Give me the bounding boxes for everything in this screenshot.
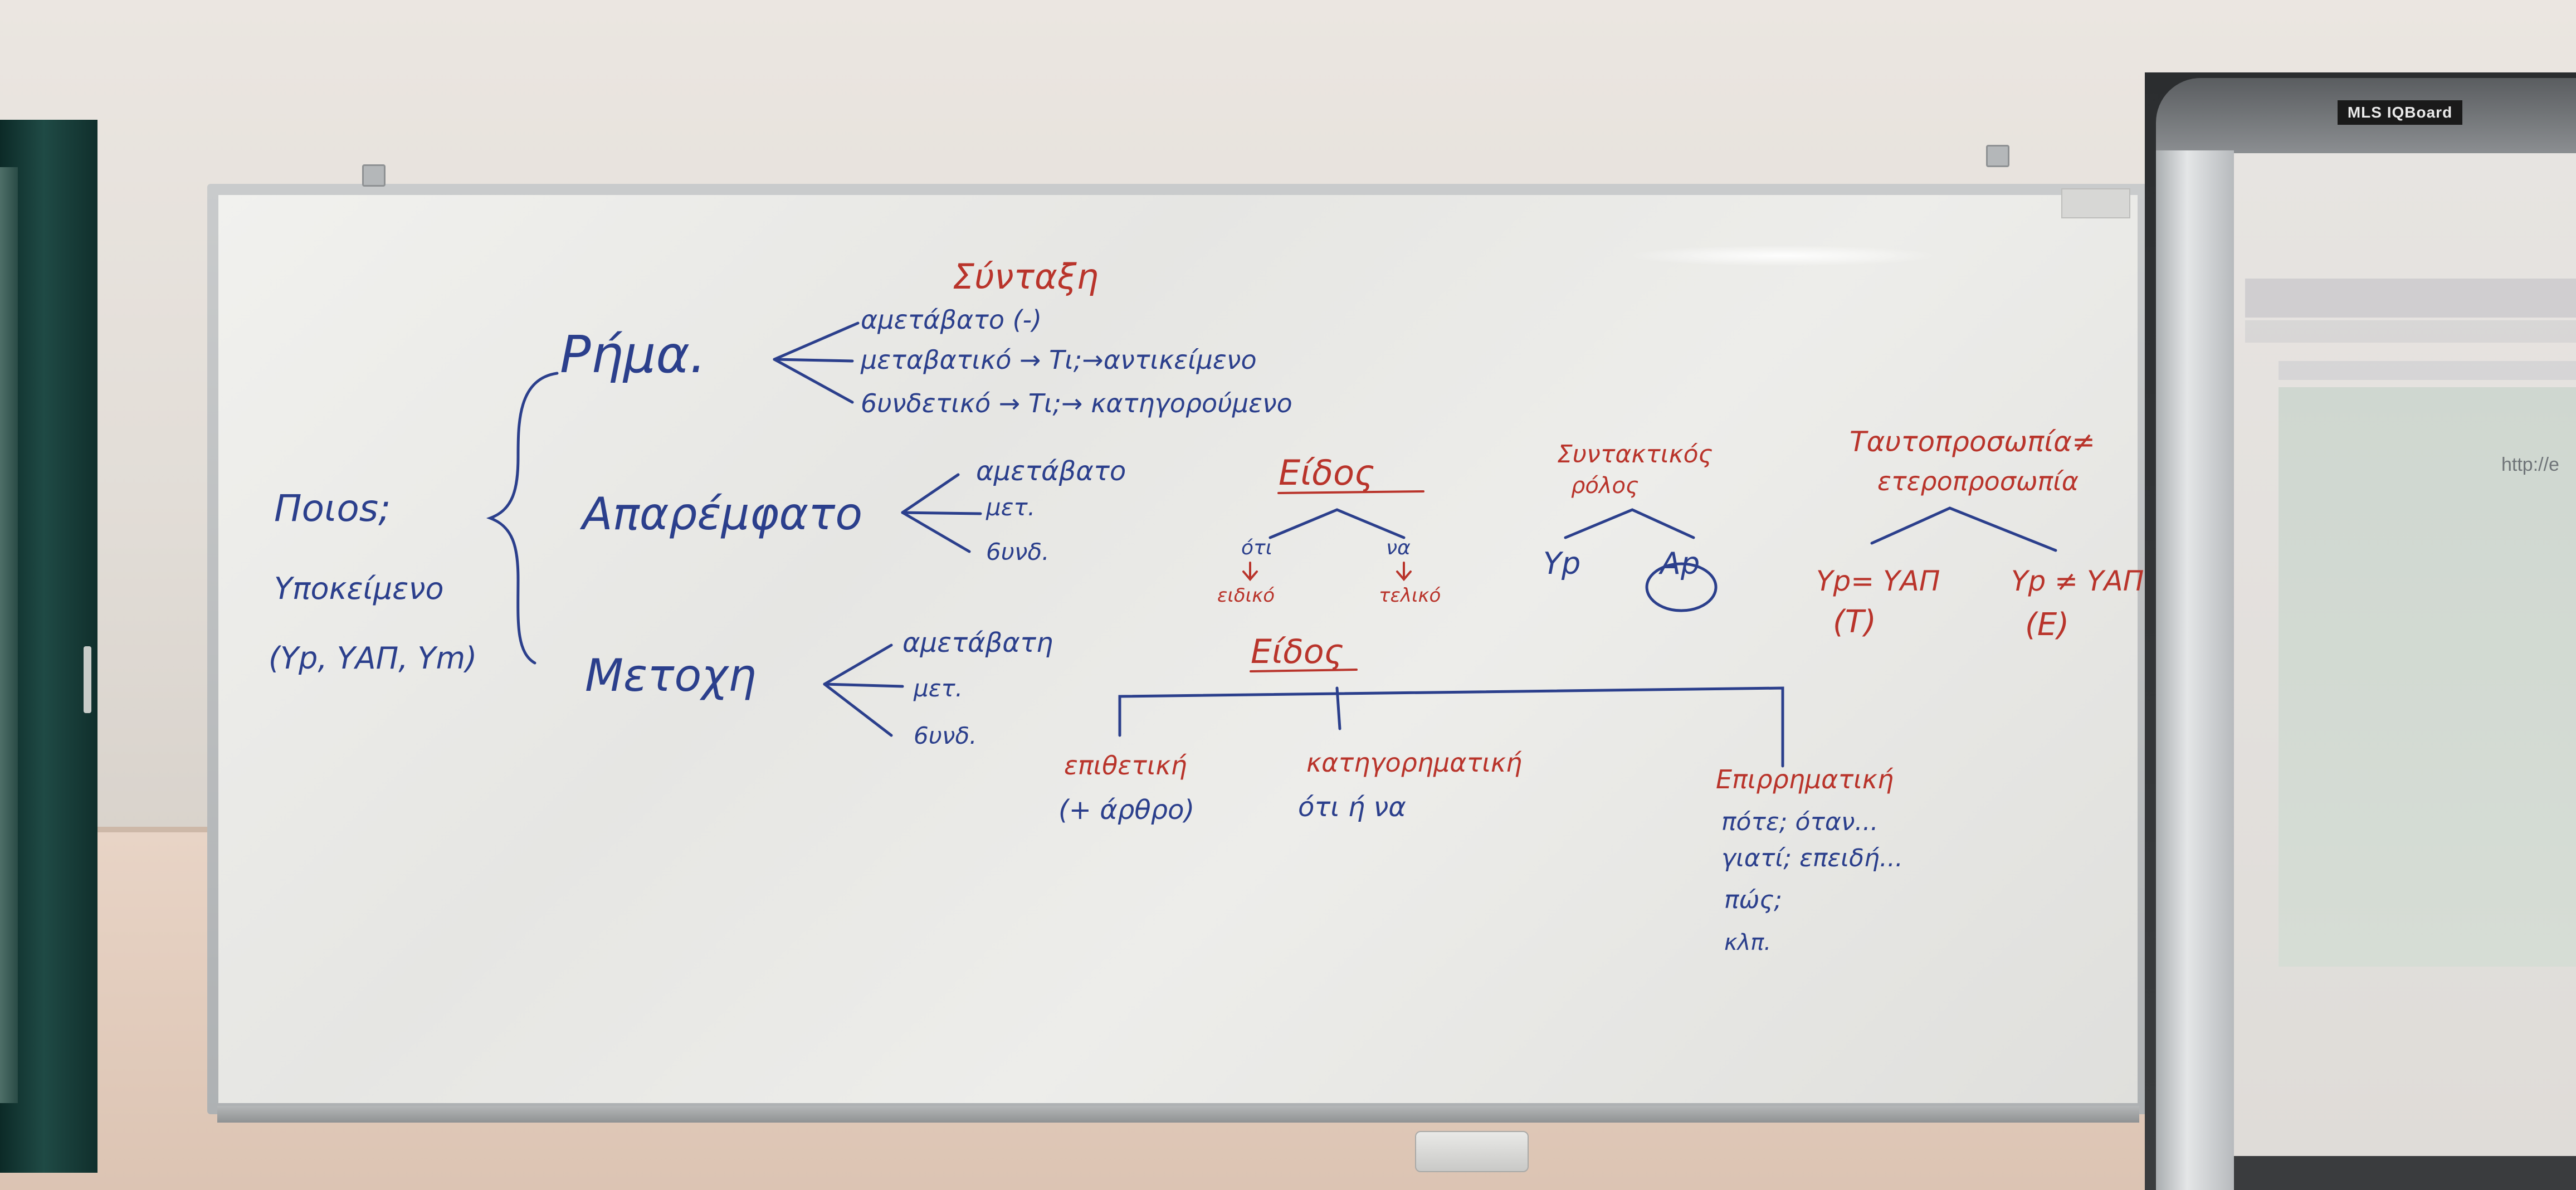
participle-branch-3-note-1: πότε; όταν... (1721, 808, 1878, 836)
role-title-line2: ρόλος (1571, 473, 1638, 499)
red-text: Σύνταξη Είδος ειδικό τελικό Συντακτικός … (953, 256, 2144, 794)
whiteboard-glare (1627, 245, 1939, 266)
participle-branch-3-label: Επιρρηματική (1716, 764, 1894, 794)
blue-text: Ποιοs; Υποκείμενο (Υp, ΥΑΠ, Υm) Ρήμα. αμ… (269, 305, 1903, 955)
participle-branch-3-note-4: κλπ. (1724, 930, 1771, 955)
rhima-item-1: αμετάβατο (-) (861, 305, 1042, 335)
infinitive-item-3: 6υνδ. (986, 538, 1050, 565)
participle-branch-2-note-1: ότι ή να (1298, 792, 1406, 823)
participle-branch-3-note-2: γιατί; επειδή... (1721, 844, 1903, 872)
participle-fan-bottom (823, 682, 893, 737)
role-title-line1: Συντακτικός (1557, 440, 1713, 469)
infinitive-fan-mid (901, 511, 982, 515)
window-handle (84, 646, 91, 713)
role-left: Υp (1543, 546, 1580, 581)
arrow-na-teliko (1396, 562, 1412, 582)
infinitive-eidos-tree (1269, 508, 1406, 539)
subject-text: Υποκείμενο (274, 571, 444, 606)
participle-branch-1-note-1: (+ άρθρο) (1058, 794, 1194, 826)
projected-browser-tab-bar (2245, 279, 2576, 318)
projected-browser-bookmarks-bar (2279, 361, 2576, 380)
question-text: Ποιοs; (274, 487, 391, 530)
whiteboard-hook-right (1986, 145, 2009, 167)
participle-fan-top (823, 643, 893, 686)
whiteboard-surface (218, 195, 2138, 1103)
branch-infinitive-label: Απαρέμφατο (579, 488, 862, 540)
infinitive-item-1: αμετάβατο (976, 456, 1126, 487)
eraser-on-tray (1415, 1131, 1529, 1172)
interactive-board-logo: MLS IQBoard (2338, 100, 2462, 125)
identity-tree (1870, 506, 2057, 552)
rhima-item-2: μεταβατικό → Τι;→αντικείμενο (860, 345, 1257, 375)
rhima-item-3: 6υνδετικό → Τι;→ κατηγορούμενο (861, 388, 1292, 418)
eidos-participle-title: Είδος (1251, 632, 1344, 671)
participle-item-2: μετ. (913, 675, 963, 702)
participle-branch-3-note-3: πώς; (1724, 886, 1782, 914)
eidos-right-label: τελικό (1379, 584, 1441, 607)
subject-types-text: (Υp, ΥΑΠ, Υm) (269, 641, 477, 676)
rhima-fan-bottom (773, 358, 854, 404)
identity-right-code: (Ε) (2025, 607, 2069, 643)
whiteboard-label-sticker (2061, 188, 2130, 218)
identity-title-line2: ετεροπροσωπία (1877, 466, 2079, 496)
infinitive-fan-top (901, 473, 960, 514)
branch-rhima-label: Ρήμα. (560, 325, 706, 384)
participle-item-1: αμετάβατη (902, 627, 1053, 659)
eidos-left-label: ειδικό (1217, 584, 1275, 607)
eidos-left-word: ότι (1241, 537, 1272, 559)
role-tree (1564, 508, 1695, 539)
projected-browser-address-bar (2245, 320, 2576, 343)
wall-ledge (0, 827, 256, 832)
identity-left-code: (Τ) (1833, 604, 1876, 640)
whiteboard-hook-left (362, 164, 386, 187)
participle-branch-2-label: κατηγορηματική (1306, 748, 1522, 778)
participle-fan-mid (823, 682, 904, 688)
eidos-right-word: να (1386, 537, 1411, 559)
interactive-board-side-rail (2156, 150, 2234, 1190)
curly-brace (486, 372, 559, 665)
branch-participle-label: Μετοχη (585, 650, 756, 701)
participle-branch-1-label: επιθετική (1064, 750, 1187, 781)
window-glass (0, 167, 18, 1103)
participle-eidos-bracket (1118, 686, 1784, 768)
blue-marker-strokes (486, 321, 2057, 768)
role-right: Αp (1658, 546, 1700, 581)
rhima-fan-mid (773, 358, 854, 363)
red-marker-strokes (1242, 490, 1424, 672)
identity-title-line1: Ταυτοπροσωπία≠ (1850, 426, 2095, 458)
identity-left-formula: Υp= ΥΑΠ (1816, 565, 1940, 597)
arrow-oti-ideko (1242, 562, 1258, 582)
eidos-infinitive-title: Είδος (1279, 452, 1374, 493)
projected-web-page (2279, 387, 2576, 967)
rhima-fan-top (773, 321, 860, 361)
participle-item-3: 6υνδ. (914, 722, 977, 749)
participle-eidos-middle-leg (1335, 686, 1341, 730)
whiteboard-tray-rail (217, 1106, 2139, 1123)
syntax-header: Σύνταξη (953, 256, 1099, 297)
infinitive-item-2: μετ. (985, 494, 1035, 521)
eidos-underline-top (1277, 490, 1424, 494)
eidos-underline-bottom (1250, 669, 1358, 672)
circle-ap (1645, 562, 1718, 612)
projected-url-text: http://e (2501, 454, 2559, 475)
infinitive-fan-bottom (901, 511, 971, 553)
identity-right-formula: Υp ≠ ΥΑΠ (2011, 565, 2144, 597)
